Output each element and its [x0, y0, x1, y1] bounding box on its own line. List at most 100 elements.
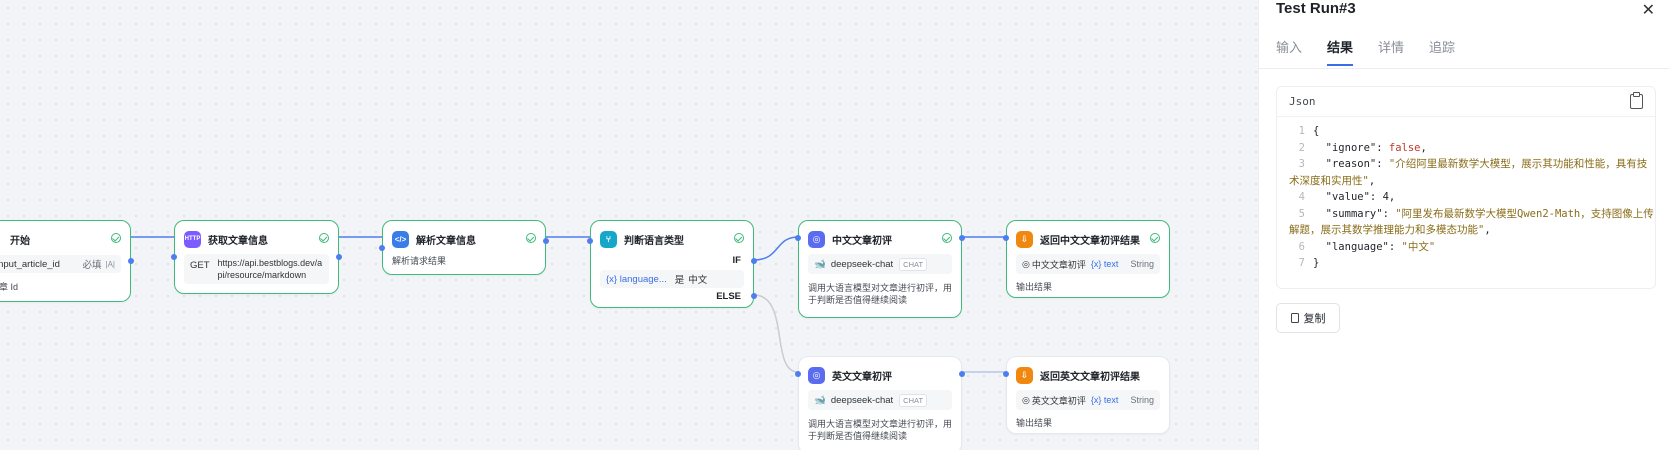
model-tag: CHAT [899, 257, 928, 271]
code-line: 7} [1298, 257, 1320, 269]
close-icon[interactable]: ✕ [1641, 2, 1655, 19]
return-icon: ⇩ [1016, 230, 1033, 248]
check-icon [734, 233, 744, 243]
llm-icon: ◎ [808, 230, 825, 248]
panel-tabs: 输入 结果 详情 追踪 [1276, 37, 1456, 66]
return-icon: ⇩ [1016, 366, 1033, 384]
json-result-card: Json 1{ 2 "ignore": false, 3 "reason": "… [1276, 86, 1656, 289]
node-title: 开始 [10, 235, 30, 247]
node-llm-en[interactable]: ◎ 英文文章初评 🐋 deepseek-chat CHAT 调用大语言模型对文章… [795, 356, 965, 450]
node-title: 获取文章信息 [208, 235, 268, 247]
tab-input[interactable]: 输入 [1276, 40, 1303, 55]
node-desc: 文章 Id [0, 282, 19, 292]
if-label: IF [732, 255, 741, 266]
json-code-view[interactable]: 1{ 2 "ignore": false, 3 "reason": "介绍阿里最… [1277, 123, 1655, 272]
node-return-en[interactable]: ⇩ 返回英文文章初评结果 ◎ 英文文章初评 {x} text String 输出… [1003, 356, 1170, 434]
model-name: deepseek-chat [830, 258, 894, 270]
input-handle[interactable] [795, 371, 801, 377]
src-var: {x} text [1090, 395, 1119, 405]
else-handle[interactable] [751, 293, 757, 299]
branch-icon: ⑂ [600, 230, 617, 248]
node-parse[interactable]: </> 解析文章信息 解析请求结果 [379, 220, 549, 275]
output-handle[interactable] [128, 258, 134, 264]
edge-if-llmcn [753, 236, 799, 261]
http-method: GET [190, 260, 210, 271]
check-icon [111, 233, 121, 243]
cond-var: {x} language... [606, 273, 667, 285]
output-handle[interactable] [336, 254, 342, 260]
code-line: 5 "summary": "阿里发布最新数学大模型Qwen2-Math，支持图像… [1289, 207, 1654, 237]
if-handle[interactable] [751, 258, 757, 264]
node-title: 返回中文文章初评结果 [1040, 235, 1140, 247]
model-icon: 🐋 [814, 258, 826, 270]
node-desc: 输出结果 [1016, 282, 1053, 292]
src-var: {x} text [1090, 259, 1119, 269]
copy-button[interactable]: 复制 [1276, 303, 1340, 333]
node-title: 英文文章初评 [832, 371, 892, 383]
clipboard-icon [1290, 313, 1299, 323]
input-handle[interactable] [1003, 371, 1009, 377]
node-return-cn[interactable]: ⇩ 返回中文文章初评结果 ◎ 中文文章初评 {x} text String 输出… [1003, 220, 1170, 298]
node-title: 解析文章信息 [416, 235, 476, 247]
test-run-panel: Test Run#3 ✕ 输入 结果 详情 追踪 Json 1{ 2 "igno… [1258, 0, 1669, 450]
panel-title: Test Run#3 [1276, 0, 1356, 17]
http-icon: HTTP [184, 230, 201, 248]
node-title: 判断语言类型 [624, 235, 684, 247]
input-handle[interactable] [1003, 235, 1009, 241]
node-desc: 解析请求结果 [392, 256, 447, 266]
code-line: 4 "value": 4, [1298, 191, 1396, 203]
required-label: 必填 [82, 260, 102, 271]
edge-else-llmen [753, 294, 799, 373]
code-line: 1{ [1298, 125, 1320, 137]
model-icon: 🐋 [814, 394, 826, 406]
output-handle[interactable] [543, 238, 549, 244]
http-url: https://api.bestblogs.dev/api/resource/m… [217, 258, 323, 280]
node-desc: 输出结果 [1016, 418, 1053, 428]
json-label: Json [1289, 95, 1316, 108]
node-http[interactable]: HTTP 获取文章信息 GET https://api.bestblogs.de… [171, 220, 342, 294]
node-desc: 调用大语言模型对文章进行初评，用于判断是否值得继续阅读 [808, 283, 953, 305]
node-title: 中文文章初评 [832, 235, 892, 247]
check-icon [526, 233, 536, 243]
clipboard-icon[interactable] [1630, 92, 1643, 109]
model-tag: CHAT [899, 393, 928, 407]
node-start[interactable]: 开始 input_article_id 必填 |A| 文章 Id [0, 220, 134, 302]
node-llm-cn[interactable]: ◎ 中文文章初评 🐋 deepseek-chat CHAT 调用大语言模型对文章… [795, 220, 965, 318]
copy-label: 复制 [1303, 313, 1326, 325]
tab-divider [1259, 68, 1669, 69]
src-icon: ◎ [1022, 394, 1030, 405]
src-node: 英文文章初评 [1031, 395, 1086, 406]
check-icon [942, 233, 952, 243]
check-icon [319, 233, 329, 243]
model-name: deepseek-chat [830, 394, 894, 406]
code-line: 2 "ignore": false, [1298, 141, 1427, 154]
workflow-edges [131, 236, 1006, 373]
code-line: 3 "reason": "介绍阿里最新数学大模型，展示其功能和性能，具有技术深度… [1289, 158, 1648, 187]
input-handle[interactable] [587, 238, 593, 244]
cond-val: 中文 [688, 275, 708, 286]
output-handle[interactable] [959, 371, 965, 377]
code-line: 6 "language": "中文" [1298, 240, 1436, 253]
check-icon [1150, 233, 1160, 243]
output-handle[interactable] [959, 235, 965, 241]
workflow-canvas[interactable]: 开始 input_article_id 必填 |A| 文章 Id HTTP 获取… [0, 0, 1258, 450]
code-icon: </> [392, 230, 409, 248]
type-badge: |A| [105, 259, 116, 269]
var-type: String [1130, 259, 1154, 269]
cond-op: 是 [674, 275, 685, 286]
tab-result[interactable]: 结果 [1327, 37, 1354, 66]
var-type: String [1130, 395, 1154, 405]
input-handle[interactable] [379, 244, 385, 251]
var-name: input_article_id [0, 258, 60, 270]
src-node: 中文文章初评 [1031, 259, 1086, 270]
llm-icon: ◎ [808, 366, 825, 384]
node-title: 返回英文文章初评结果 [1040, 371, 1140, 383]
src-icon: ◎ [1022, 258, 1030, 269]
input-handle[interactable] [795, 235, 801, 241]
node-ifelse[interactable]: ⑂ 判断语言类型 IF {x} language... 是 中文 ELSE [587, 220, 757, 308]
tab-trace[interactable]: 追踪 [1429, 40, 1456, 55]
else-label: ELSE [716, 291, 741, 302]
node-desc: 调用大语言模型对文章进行初评，用于判断是否值得继续阅读 [808, 419, 953, 441]
tab-details[interactable]: 详情 [1378, 40, 1405, 55]
input-handle[interactable] [171, 254, 177, 260]
